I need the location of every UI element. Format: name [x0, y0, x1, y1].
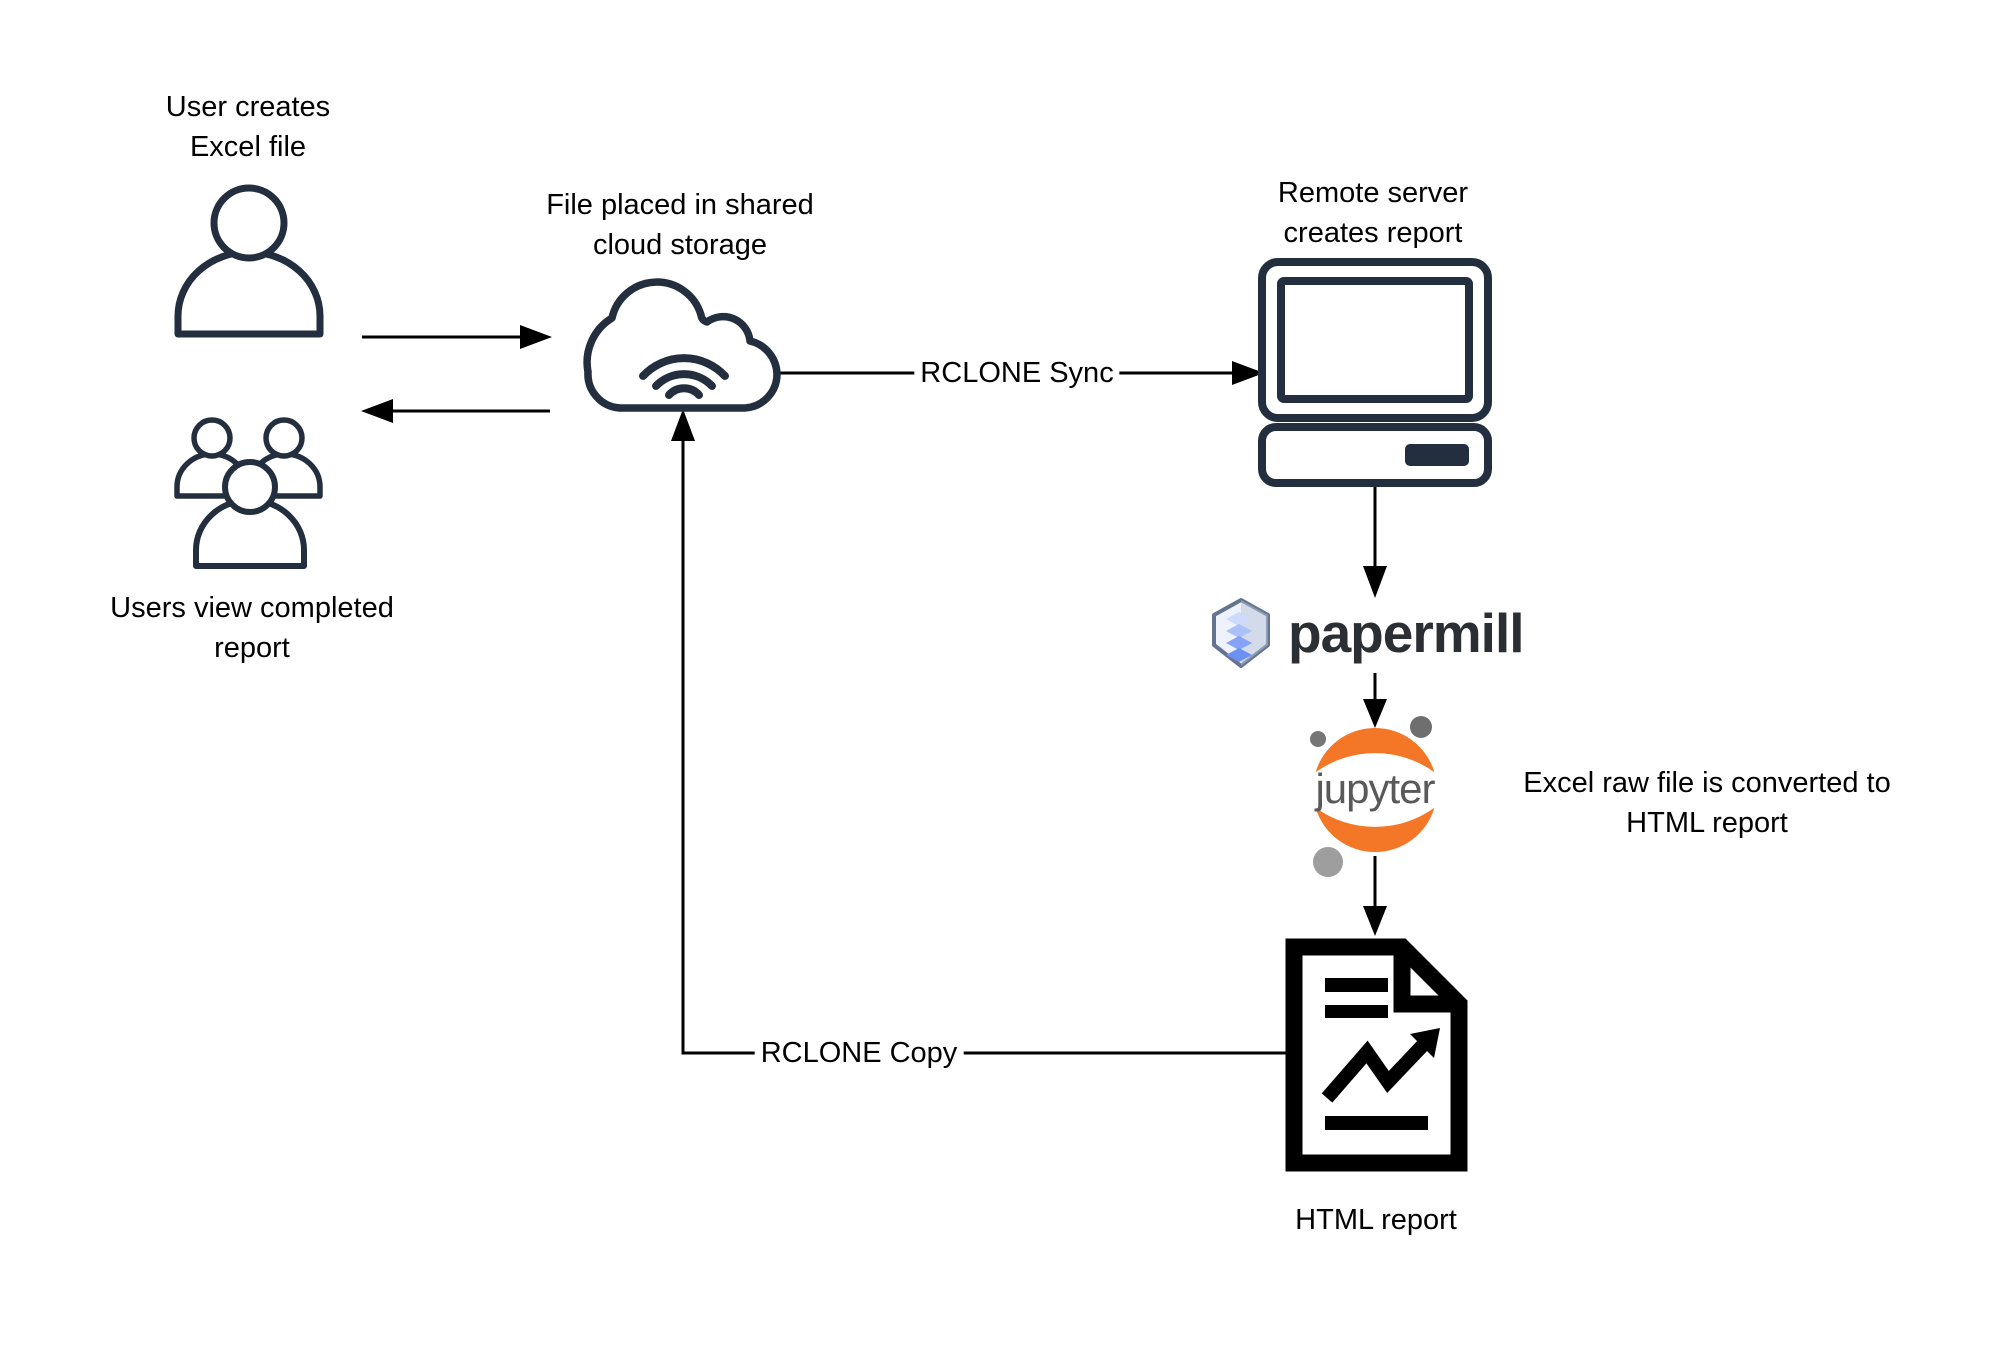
computer-base: [1258, 423, 1492, 487]
cloud-wifi-icon: [583, 278, 781, 412]
connectors: [361, 325, 1387, 1055]
arrow-user-to-cloud: [362, 325, 552, 349]
arrowhead-down: [1363, 699, 1387, 728]
jupyter-wordmark: jupyter: [1315, 765, 1435, 812]
server-label: Remote server creates report: [1277, 177, 1469, 249]
person-body: [174, 248, 324, 338]
monitor-screen: [1277, 277, 1473, 403]
single-person-icon: [174, 184, 324, 338]
document-chart-icon: [1285, 938, 1468, 1172]
html-report-label: HTML report: [1295, 1204, 1457, 1236]
person-head: [210, 184, 288, 262]
arrow-papermill-to-jupyter: [1363, 673, 1387, 728]
bottom-crescent: [1315, 807, 1435, 853]
desktop-computer-icon: [1258, 258, 1492, 487]
rclone-copy-label: RCLONE Copy: [754, 1036, 964, 1070]
back-right-head: [263, 417, 305, 459]
moon-large: [1313, 847, 1343, 877]
wifi-arcs: [639, 354, 729, 399]
top-crescent: [1315, 727, 1435, 773]
conversion-note-label: Excel raw file is converted to HTML repo…: [1523, 767, 1891, 839]
hexagon-shade: [1241, 600, 1268, 666]
arrow-server-to-papermill: [1363, 486, 1387, 598]
text-bar: [1325, 1005, 1388, 1018]
rclone-sync-label: RCLONE Sync: [914, 356, 1120, 390]
arrowhead-right: [520, 325, 552, 349]
arrowhead-left: [361, 399, 393, 423]
base-slot: [1405, 444, 1469, 466]
back-left-head: [191, 417, 233, 459]
viewers-label: Users view completed report: [110, 592, 394, 664]
papermill-wordmark: papermill: [1288, 602, 1525, 664]
arrowhead-up: [671, 409, 695, 441]
folded-corner: [1393, 950, 1456, 1013]
user-label: User creates Excel file: [165, 91, 331, 163]
arrowhead-down: [1363, 906, 1387, 936]
arrow-cloud-to-viewers: [361, 399, 550, 423]
cloud-label: File placed in shared cloud storage: [546, 189, 814, 261]
cloud-outline: [583, 278, 781, 412]
moon-medium: [1410, 716, 1432, 738]
arrow-jupyter-to-report: [1363, 856, 1387, 936]
chart-arrowhead: [1410, 1028, 1440, 1058]
stacked-layers: [1226, 612, 1252, 662]
arrow-rclone-copy: [671, 409, 1287, 1055]
papermill-hexagon-logo-icon: [1212, 598, 1270, 668]
bottom-bar: [1325, 1116, 1428, 1130]
text-bar: [1325, 978, 1388, 992]
arrowhead-right: [1232, 361, 1264, 385]
people-group-icon: [174, 417, 323, 569]
jupyter-planet-logo-icon: [1310, 716, 1435, 877]
chart-zigzag: [1321, 1039, 1430, 1103]
moon-small: [1310, 731, 1326, 747]
front-head: [222, 459, 278, 515]
arrowhead-down: [1363, 566, 1387, 598]
